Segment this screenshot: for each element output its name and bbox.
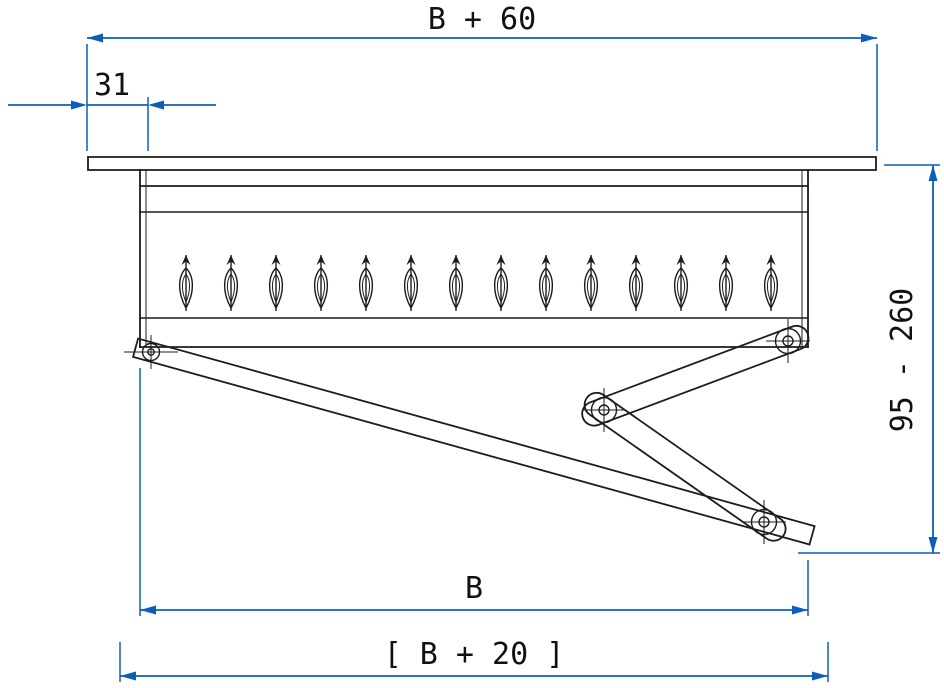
scissor-arm-upper [581, 324, 810, 427]
brush-clip [448, 254, 464, 312]
dimension-bottom-width-label: B [465, 571, 483, 606]
housing-body [139, 169, 809, 348]
dim-arrow-icon [140, 605, 156, 615]
brush-clip [763, 254, 779, 312]
dim-arrow-icon [928, 537, 938, 553]
brush-clip-row [178, 254, 779, 312]
dim-arrow-icon [71, 100, 87, 110]
part-assembly [87, 156, 877, 546]
pivot-middle [581, 387, 627, 433]
scissor-linkage [131, 324, 816, 546]
dimension-bottom-opening-label: [ B + 20 ] [384, 637, 565, 672]
dim-arrow-icon [812, 671, 828, 681]
dimension-right-height-label: 95 - 260 [885, 288, 920, 433]
scissor-arm-lower [583, 391, 787, 542]
dim-arrow-icon [861, 33, 877, 43]
brush-clip [358, 254, 374, 312]
pivots [123, 318, 811, 545]
dim-arrow-icon [148, 100, 164, 110]
brush-clip [268, 254, 284, 312]
dimension-top-width: B + 60 [86, 2, 878, 151]
brush-clip [178, 254, 194, 312]
scissor-arm-long [131, 337, 816, 546]
dim-arrow-icon [87, 33, 103, 43]
pivot-bottom [741, 499, 787, 545]
brush-clip [538, 254, 554, 312]
dim-arrow-icon [928, 165, 938, 181]
brush-clip [493, 254, 509, 312]
brush-clip [583, 254, 599, 312]
dimension-bottom-opening: [ B + 20 ] [119, 637, 829, 682]
pivot-left [123, 334, 179, 370]
dim-arrow-icon [120, 671, 136, 681]
brush-clip [628, 254, 644, 312]
top-flange-plate [87, 156, 877, 171]
dimension-top-width-label: B + 60 [428, 2, 536, 37]
dimension-left-offset-label: 31 [94, 68, 130, 103]
dimension-right-height: 95 - 260 [798, 164, 940, 554]
dimension-bottom-width: B [139, 368, 809, 616]
pivot-upper-right [765, 318, 811, 364]
dim-arrow-icon [792, 605, 808, 615]
brush-clip [223, 254, 239, 312]
dimension-left-offset: 31 [8, 68, 216, 151]
brush-clip [403, 254, 419, 312]
brush-clip [718, 254, 734, 312]
brush-clip [313, 254, 329, 312]
brush-clip [673, 254, 689, 312]
